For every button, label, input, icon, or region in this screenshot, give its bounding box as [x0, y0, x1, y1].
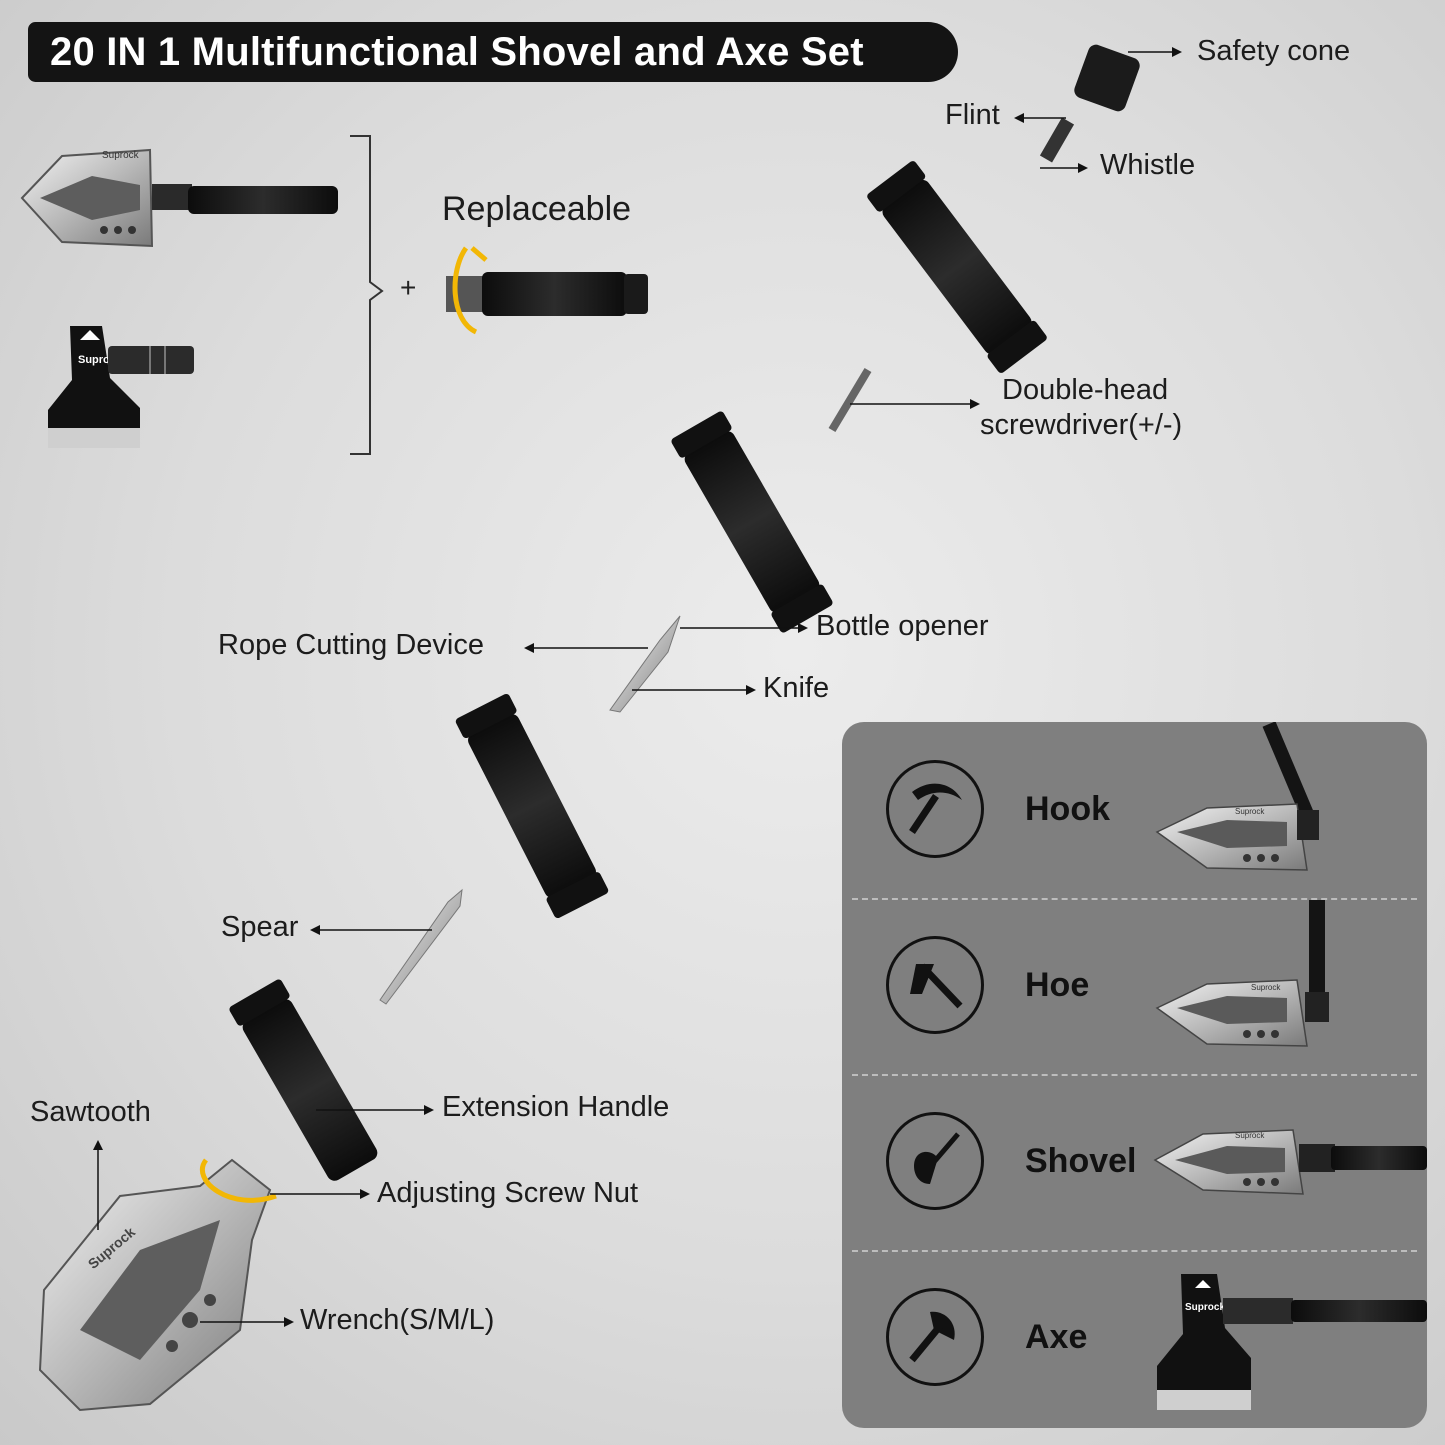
axe-mode-brand: Suprock	[1185, 1302, 1225, 1313]
label-screwdriver-line2: screwdriver(+/-)	[980, 409, 1183, 441]
mode-label-axe: Axe	[1025, 1318, 1088, 1356]
mini-shovel-image: Suprock	[20, 148, 338, 248]
mode-label-shovel: Shovel	[1025, 1142, 1137, 1180]
mini-axe-image: Suprock	[48, 326, 194, 448]
mode-label-hook: Hook	[1025, 790, 1110, 828]
label-safety-cone: Safety cone	[1197, 35, 1351, 67]
divider	[852, 1250, 1417, 1252]
multitool-image: Suprock	[38, 44, 1140, 1412]
shovel-mode-image: Suprock	[1153, 1129, 1427, 1195]
mode-label-hoe: Hoe	[1025, 966, 1090, 1004]
plus-sign: +	[400, 272, 417, 303]
mode-row-hoe: Hoe Suprock	[842, 898, 1427, 1074]
page-title: 20 IN 1 Multifunctional Shovel and Axe S…	[50, 29, 864, 74]
replaceable-heading: Replaceable	[442, 190, 632, 228]
label-spear: Spear	[221, 911, 299, 943]
callout-lines	[93, 47, 1182, 1327]
label-adjusting-nut: Adjusting Screw Nut	[377, 1177, 639, 1209]
label-screwdriver-line1: Double-head	[1002, 374, 1169, 406]
mini-shovel-brand: Suprock	[102, 150, 140, 161]
divider	[852, 898, 1417, 900]
label-sawtooth: Sawtooth	[30, 1096, 151, 1128]
mode-row-shovel: Shovel Suprock	[842, 1074, 1427, 1250]
shovel-mode-brand: Suprock	[1235, 1131, 1265, 1140]
hook-brand: Suprock	[1235, 807, 1265, 816]
hoe-icon	[886, 936, 984, 1034]
label-whistle: Whistle	[1100, 149, 1196, 181]
modes-panel: Hook Suprock Hoe Suprock	[842, 722, 1427, 1428]
title-banner: 20 IN 1 Multifunctional Shovel and Axe S…	[28, 22, 958, 82]
replaceable-handle-image	[446, 246, 648, 335]
label-rope-cutting: Rope Cutting Device	[218, 629, 484, 661]
label-bottle-opener: Bottle opener	[816, 610, 989, 642]
label-wrench: Wrench(S/M/L)	[300, 1304, 495, 1336]
hook-mode-image: Suprock	[1155, 722, 1319, 871]
mode-row-hook: Hook Suprock	[842, 722, 1427, 898]
hoe-brand: Suprock	[1251, 983, 1281, 992]
mode-row-axe: Axe Suprock	[842, 1250, 1427, 1426]
hoe-mode-image: Suprock	[1155, 900, 1329, 1047]
label-extension-handle: Extension Handle	[442, 1091, 670, 1123]
axe-mode-image: Suprock	[1157, 1274, 1427, 1410]
label-knife: Knife	[763, 672, 830, 704]
spade-icon	[886, 1112, 984, 1210]
pickaxe-icon	[886, 760, 984, 858]
divider	[852, 1074, 1417, 1076]
label-flint: Flint	[945, 99, 1000, 131]
axe-icon	[886, 1288, 984, 1386]
grouping-brace	[350, 135, 384, 455]
